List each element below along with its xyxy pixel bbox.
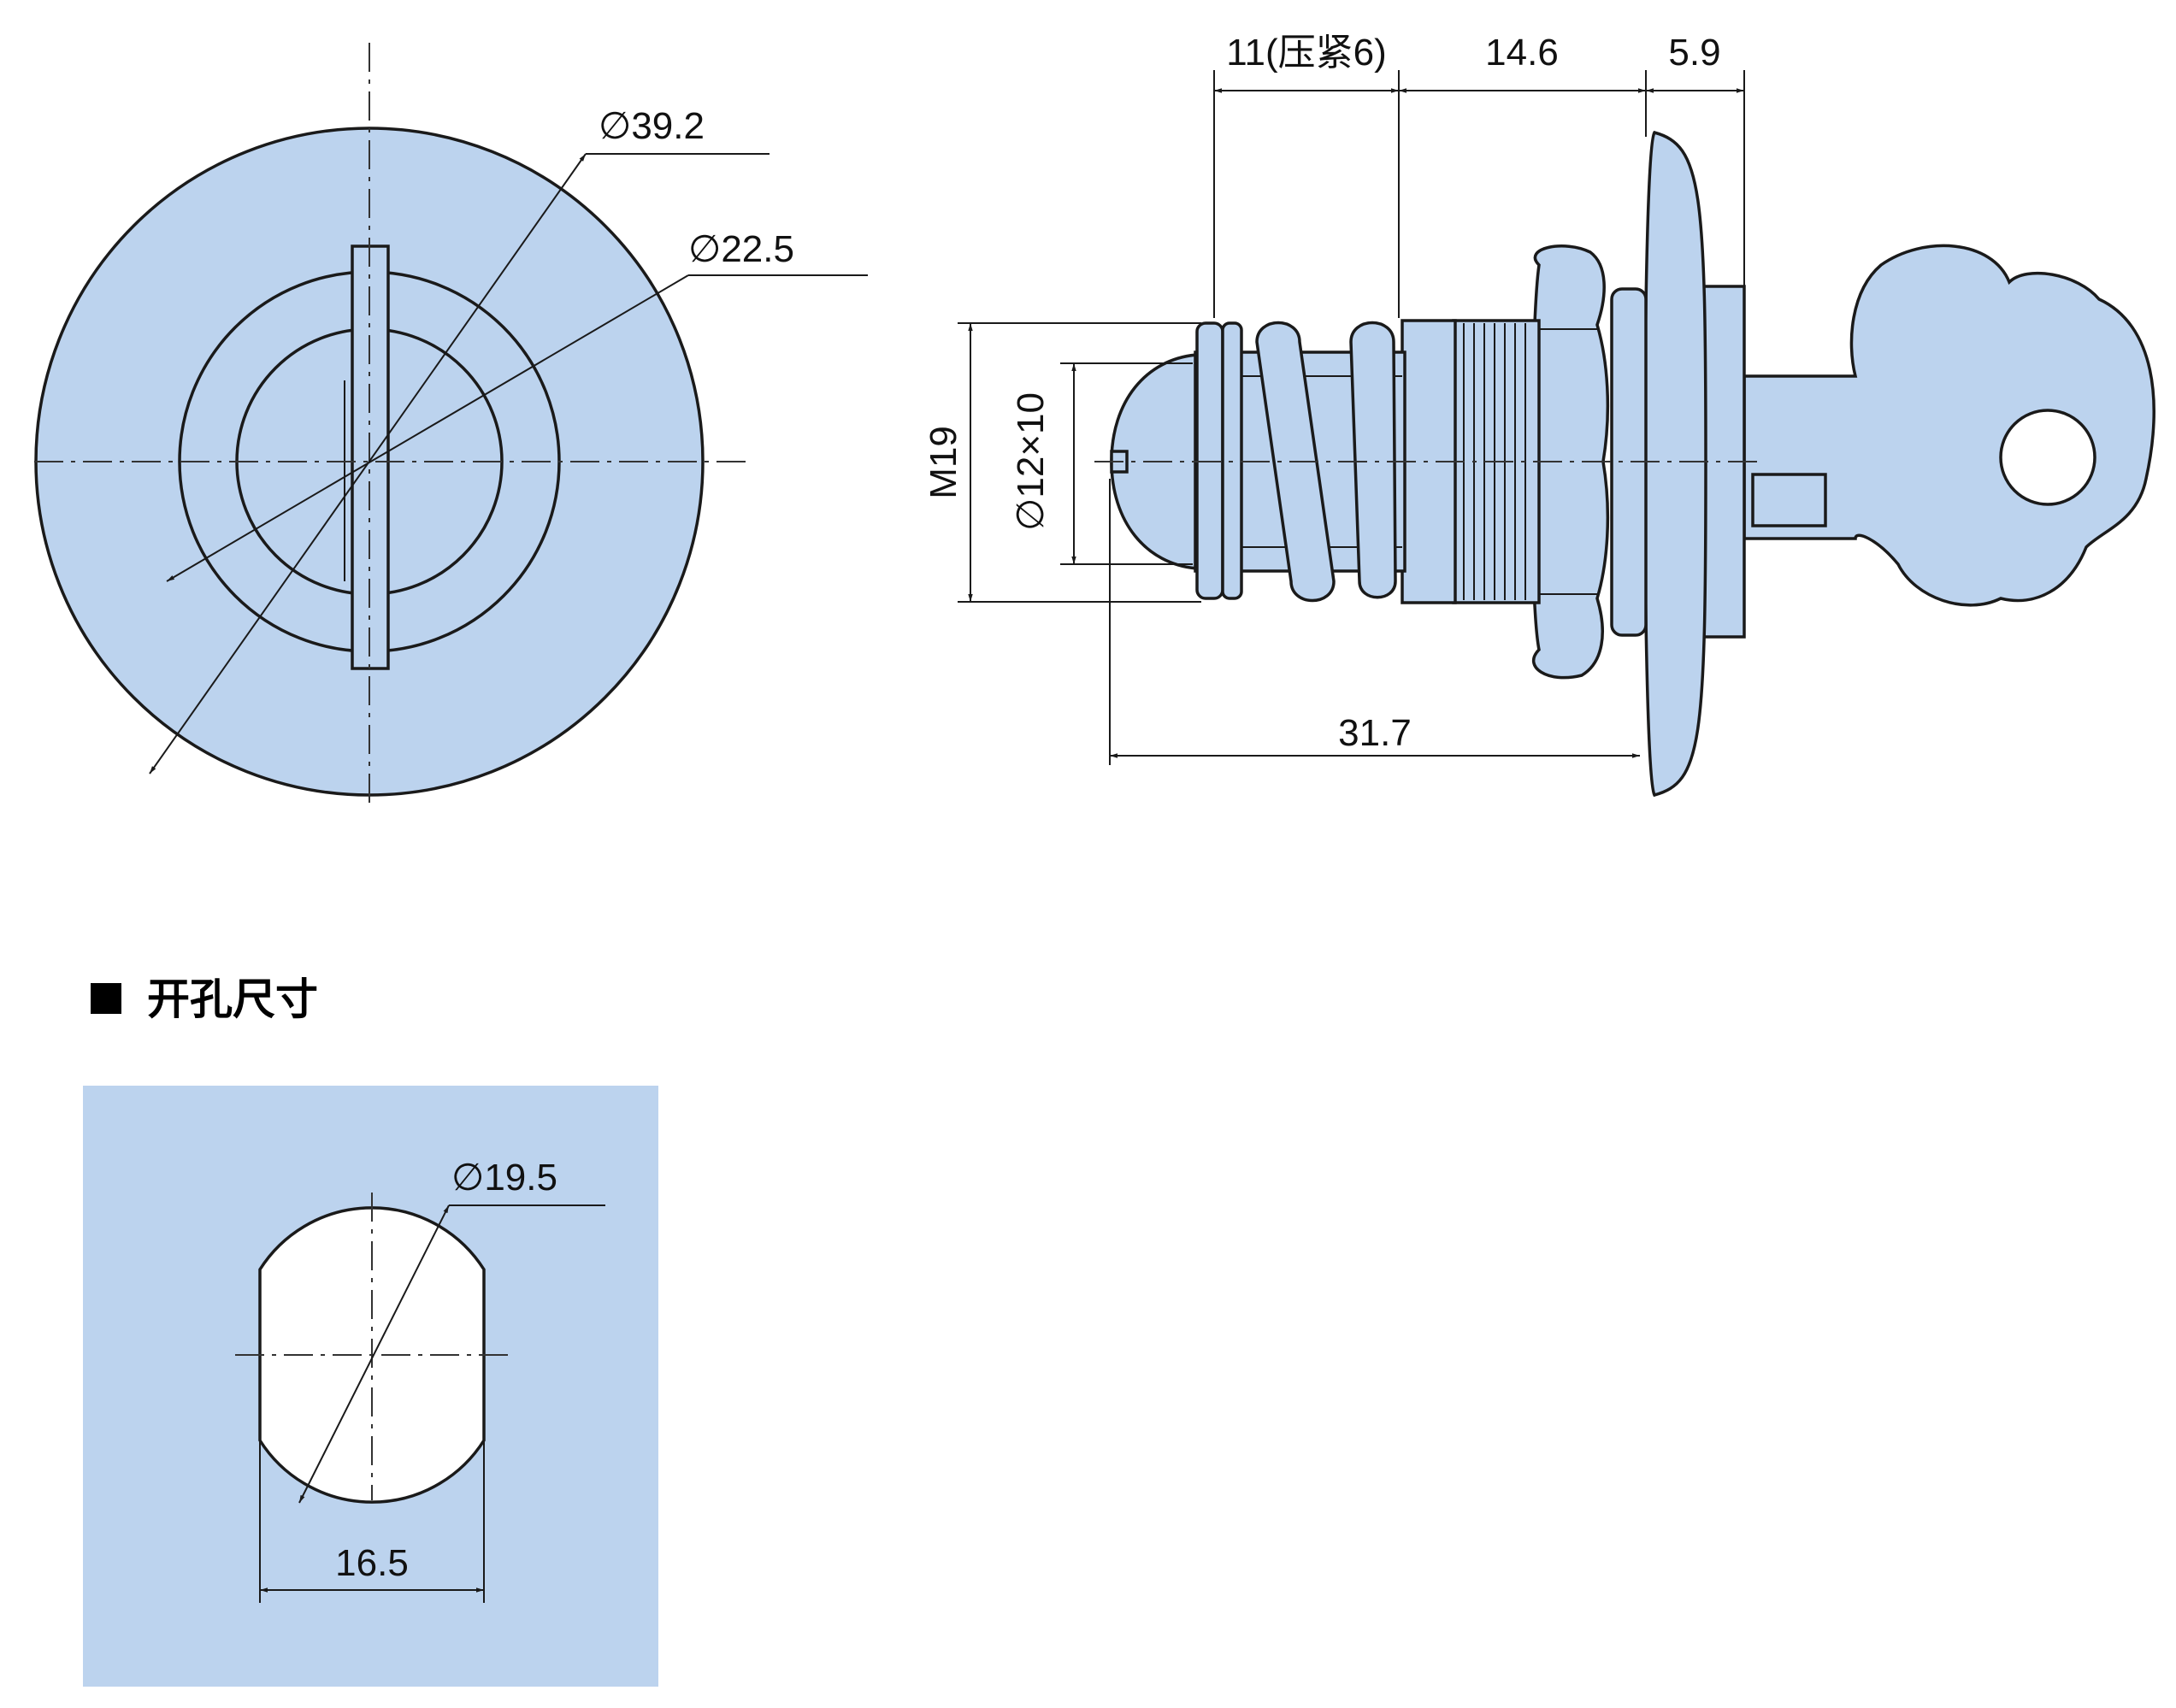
cutout-width-label: 16.5 xyxy=(335,1542,409,1584)
cam-label: ∅12×10 xyxy=(1010,392,1052,531)
overall-length-label: 31.7 xyxy=(1338,712,1412,754)
cutout-title: 开孔尺寸 xyxy=(147,975,318,1024)
key xyxy=(1743,244,2155,607)
diameter-22-leader xyxy=(166,274,689,582)
cutout-diameter-leader xyxy=(298,1204,450,1504)
key-hole xyxy=(1999,409,2096,506)
side-view: 11(压紧6) 14.6 5.9 M19 ∅12×10 31.7 xyxy=(923,32,2155,798)
inner-diameter-label: ∅22.5 xyxy=(688,228,794,270)
flange xyxy=(1643,130,1707,798)
title-square-icon xyxy=(91,983,121,1014)
dim-compressed-label: 11(压紧6) xyxy=(1226,32,1386,74)
cutout-section: 开孔尺寸 ∅19.5 16.5 xyxy=(83,975,658,1687)
outer-diameter-label: ∅39.2 xyxy=(599,105,705,147)
dim-middle-label: 14.6 xyxy=(1485,32,1559,74)
dim-flange-label: 5.9 xyxy=(1668,32,1720,74)
front-view: ∅39.2 ∅22.5 xyxy=(34,43,868,804)
cutout-diameter-label: ∅19.5 xyxy=(451,1157,557,1199)
key-shaft-step xyxy=(1751,473,1827,527)
thread-label: M19 xyxy=(923,426,964,499)
